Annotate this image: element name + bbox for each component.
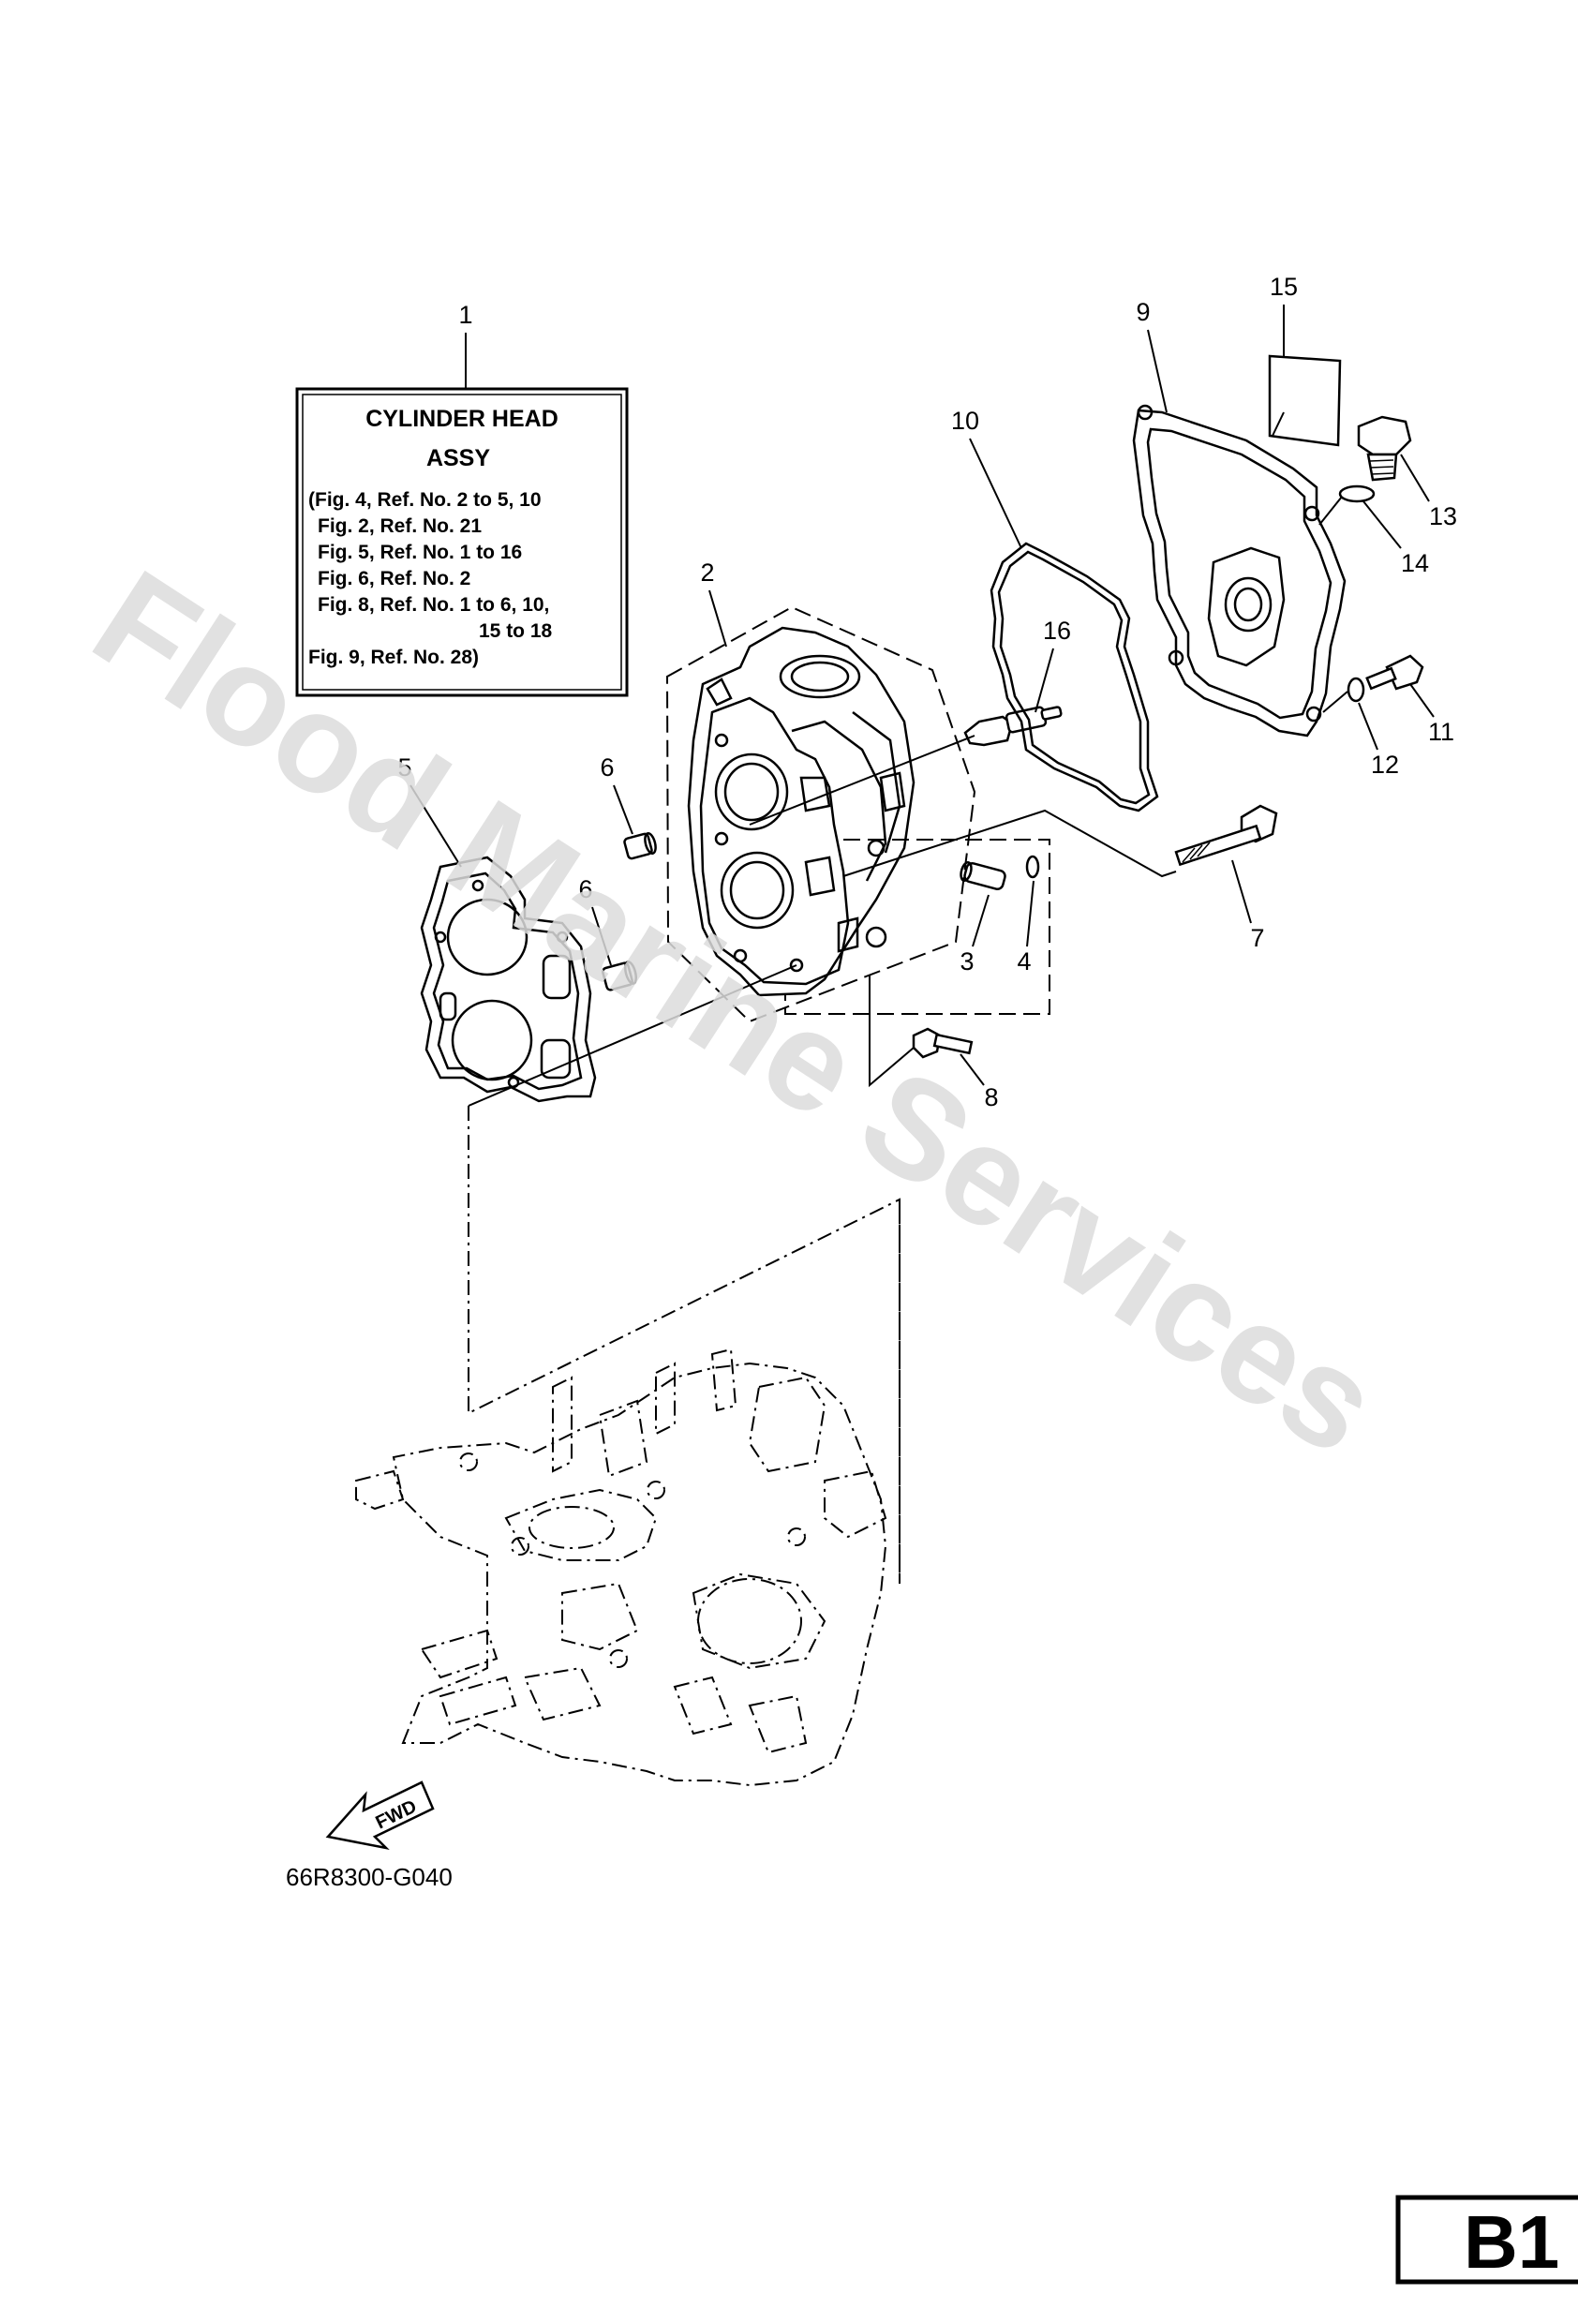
callout-15: 15 [1270,273,1298,301]
note-box-frame [295,387,629,697]
leader-line-13 [1400,454,1430,502]
leader-line-9 [1147,329,1168,413]
note-line-4: Fig. 8, Ref. No. 1 to 6, 10, [318,594,549,616]
page-code-frame [1395,2195,1578,2285]
note-box-inner-frame [302,394,622,691]
leader-line-14 [1362,500,1402,549]
cover-bolt-icon [1365,654,1424,691]
callout-14: 14 [1401,549,1429,577]
callout-9: 9 [1136,298,1150,326]
callout-11: 11 [1428,718,1454,746]
leader-line-10 [969,438,1022,549]
leader-line-4 [1026,880,1035,947]
drawing-code: 66R8300-G040 [286,1863,453,1891]
label-placement-line [1272,411,1285,437]
note-line-1: Fig. 2, Ref. No. 21 [318,515,482,537]
leader-line-2 [708,589,727,648]
label-plate-icon [1268,354,1342,447]
dowel-pin-lower-icon [602,961,637,991]
cylinder-head-group-outline [665,605,976,1023]
spark-plug-icon [963,706,1063,747]
note-line-0: (Fig. 4, Ref. No. 2 to 5, 10 [308,489,542,511]
engine-block-icon [355,1348,887,1787]
leader-line-6-lower [591,906,612,966]
thermo-group-outline [784,839,1050,1015]
o-ring-small-icon [1025,855,1040,879]
head-gasket-icon [420,856,597,1103]
page-code: B1 [1464,2200,1559,2284]
callout-12: 12 [1371,751,1399,779]
gasket-to-head-line [468,964,797,1107]
callout-4: 4 [1017,947,1031,976]
callout-16: 16 [1043,617,1071,645]
cylinder-head-icon [687,626,916,997]
callout-6-lower: 6 [578,875,592,903]
note-line-3: Fig. 6, Ref. No. 2 [318,568,470,589]
leader-line-8 [960,1053,985,1086]
cover-gasket-icon [990,542,1159,812]
gasket-to-block-left-line [468,1106,901,1584]
callout-1: 1 [458,301,472,329]
leader-line-16 [1035,648,1054,713]
callout-2: 2 [700,559,714,587]
bolt-assembly-line [1322,691,1348,713]
leader-line-3 [972,894,990,947]
assembly-note-box: 1 CYLINDER HEAD ASSY (Fig. 4, Ref. No. 2… [295,301,629,697]
note-line-6: Fig. 9, Ref. No. 28) [308,647,479,668]
note-title-line2: ASSY [426,445,490,471]
anode-plug-icon [960,861,1006,890]
short-bolt-assembly-line [869,975,915,1088]
spark-plug-assembly-line [749,735,975,826]
note-line-2: Fig. 5, Ref. No. 1 to 16 [318,542,522,563]
callout-5: 5 [397,753,411,782]
callout-8: 8 [984,1083,998,1111]
leader-line-11 [1409,683,1435,718]
long-bolt-assembly-line [842,809,1177,878]
leader-line-6-upper [613,784,633,835]
note-title-line1: CYLINDER HEAD [365,406,558,432]
callout-7: 7 [1250,924,1264,952]
leader-line-7 [1231,859,1252,924]
cap-o-ring-icon [1338,484,1376,503]
callout-13: 13 [1429,502,1457,530]
page-code-badge: B1 [1395,2195,1578,2285]
leader-line-12 [1358,702,1378,751]
dowel-pin-upper-icon [623,832,657,860]
callout-10: 10 [951,407,979,435]
callout-6-upper: 6 [600,753,614,782]
head-cover-icon [1132,404,1347,737]
leader-line-5 [409,784,462,868]
note-line-5: 15 to 18 [479,620,553,642]
bolt-washer-icon [1347,677,1365,703]
fwd-arrow-icon: FWD [325,1780,435,1851]
cap-assembly-line [1318,496,1343,526]
head-bolt-long-icon [1174,804,1278,867]
callout-3: 3 [960,947,974,976]
oil-filler-cap-icon [1357,415,1412,482]
